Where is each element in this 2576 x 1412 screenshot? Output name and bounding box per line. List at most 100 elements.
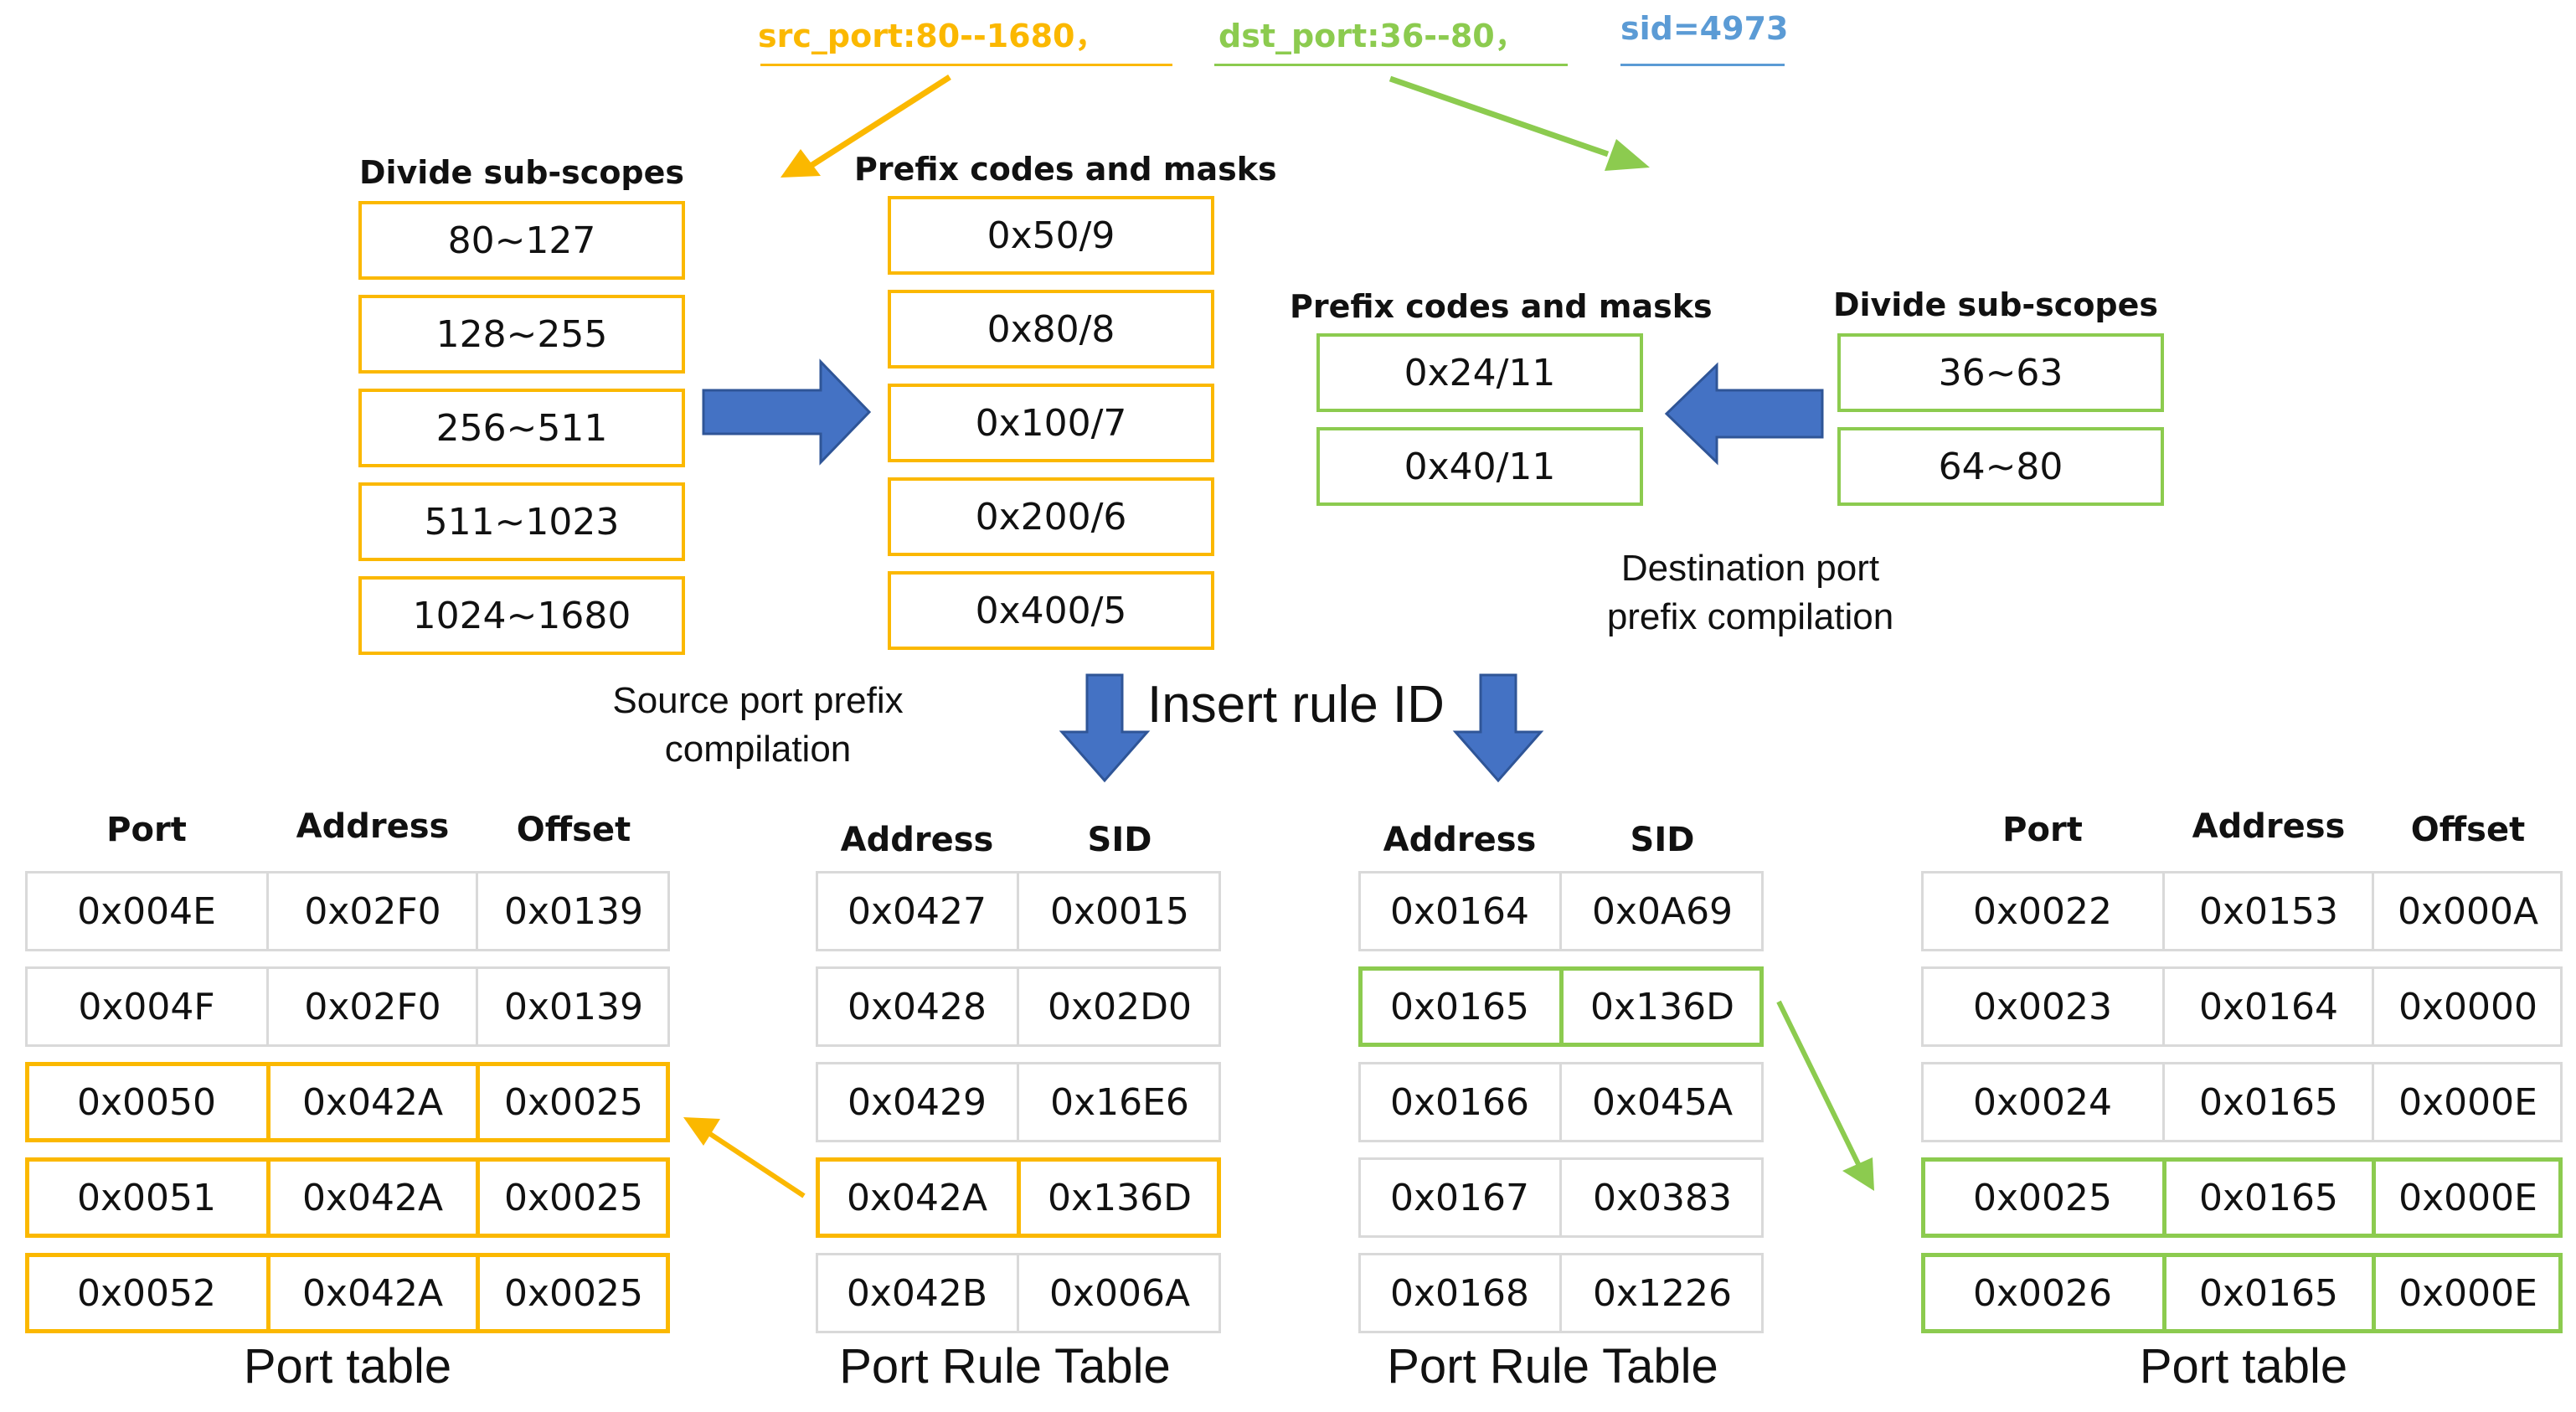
col-header: Port	[2002, 811, 2083, 849]
dst-prefix-label: Prefix codes and masks	[1290, 288, 1713, 325]
table-cell: 0x02F0	[304, 985, 441, 1028]
src-prefix-box: 0x50/9	[888, 196, 1214, 275]
blue-arrow-down	[1452, 673, 1544, 783]
green-pointer-arrow	[1776, 1000, 1874, 1191]
col-header: Address	[1383, 821, 1537, 859]
dst-caption-line2: prefix compilation	[1606, 596, 1894, 637]
table-cell: 0x0050	[76, 1080, 216, 1124]
table-cell: 0x0165	[2198, 1271, 2338, 1315]
table-cell: 0x0167	[1389, 1176, 1529, 1219]
table-cell: 0x0052	[76, 1271, 216, 1315]
dst-divide-label: Divide sub-scopes	[1832, 286, 2159, 323]
cell-divider	[266, 966, 269, 1047]
blue-arrow-right	[702, 358, 872, 466]
table-cell: 0x136D	[1590, 985, 1734, 1028]
table-cell: 0x006A	[1048, 1271, 1191, 1315]
cell-divider	[476, 871, 478, 951]
table-cell: 0x0165	[2198, 1176, 2338, 1219]
cell-divider	[2372, 871, 2374, 951]
table-cell: 0x0025	[503, 1176, 643, 1219]
table-cell: 0x0022	[1972, 889, 2112, 933]
sid-header: sid=4973	[1620, 10, 1789, 47]
table-cell: 0x0025	[503, 1080, 643, 1124]
src-divide-label: Divide sub-scopes	[358, 154, 685, 191]
table-row	[25, 966, 670, 1047]
table-cell: 0x0026	[1972, 1271, 2112, 1315]
table-cell: 0x0165	[2198, 1080, 2338, 1124]
cell-divider	[1559, 1062, 1562, 1142]
dst-port-table-name: Port table	[2139, 1339, 2348, 1394]
cell-divider	[266, 1157, 270, 1238]
cell-divider	[2162, 1157, 2166, 1238]
table-cell: 0x0383	[1592, 1176, 1732, 1219]
table-cell: 0x000E	[2398, 1271, 2537, 1315]
cell-divider	[2372, 1253, 2376, 1333]
table-cell: 0x0025	[1972, 1176, 2112, 1219]
table-cell: 0x0429	[847, 1080, 987, 1124]
yellow-arrow	[781, 75, 951, 178]
table-row	[1921, 1062, 2563, 1142]
table-cell: 0x004F	[78, 985, 215, 1028]
col-header: Offset	[2410, 811, 2526, 849]
col-header: SID	[1087, 821, 1152, 859]
table-cell: 0x0168	[1389, 1271, 1529, 1315]
src-rule-table-name: Port Rule Table	[839, 1339, 1171, 1394]
col-header: Port	[106, 811, 187, 849]
table-cell: 0x0024	[1972, 1080, 2112, 1124]
cell-divider	[2372, 1062, 2374, 1142]
table-row	[1921, 966, 2563, 1047]
cell-divider	[476, 1253, 480, 1333]
blue-arrow-down	[1059, 673, 1151, 783]
col-header: Address	[2192, 807, 2346, 846]
table-cell: 0x042A	[301, 1271, 444, 1315]
insert-rule-id-label: Insert rule ID	[1147, 676, 1445, 734]
cell-divider	[2162, 966, 2165, 1047]
table-cell: 0x0164	[1389, 889, 1529, 933]
src-range-box: 256~511	[358, 389, 685, 467]
cell-divider	[1559, 1253, 1562, 1333]
src-caption-line2: compilation	[664, 729, 852, 770]
table-cell: 0x16E6	[1050, 1080, 1189, 1124]
table-cell: 0x1226	[1592, 1271, 1732, 1315]
src-range-box: 80~127	[358, 201, 685, 280]
blue-arrow-left	[1664, 362, 1824, 466]
table-cell: 0x0164	[2198, 985, 2338, 1028]
table-cell: 0x042A	[846, 1176, 988, 1219]
cell-divider	[1559, 966, 1564, 1047]
src-caption: Source port prefix compilation	[569, 677, 946, 774]
col-header: Address	[840, 821, 994, 859]
src-prefix-box: 0x200/6	[888, 477, 1214, 556]
cell-divider	[266, 871, 269, 951]
src-port-underline	[760, 64, 1172, 66]
cell-divider	[476, 966, 478, 1047]
cell-divider	[2162, 1062, 2165, 1142]
table-cell: 0x0025	[503, 1271, 643, 1315]
dst-range-box: 36~63	[1837, 333, 2164, 412]
dst-prefix-box: 0x40/11	[1316, 427, 1643, 506]
table-cell: 0x042B	[846, 1271, 988, 1315]
table-cell: 0x0165	[1389, 985, 1529, 1028]
src-prefix-box: 0x400/5	[888, 571, 1214, 650]
cell-divider	[2372, 966, 2374, 1047]
cell-divider	[2372, 1157, 2376, 1238]
cell-divider	[1017, 1062, 1019, 1142]
cell-divider	[476, 1062, 480, 1142]
table-row	[25, 1157, 670, 1238]
dst-prefix-box: 0x24/11	[1316, 333, 1643, 412]
table-cell: 0x0051	[76, 1176, 216, 1219]
dst-range-box: 64~80	[1837, 427, 2164, 506]
cell-divider	[266, 1062, 270, 1142]
table-cell: 0x136D	[1048, 1176, 1192, 1219]
table-cell: 0x0139	[503, 889, 643, 933]
table-row	[25, 1062, 670, 1142]
green-arrow	[1388, 75, 1650, 171]
table-cell: 0x0139	[503, 985, 643, 1028]
dst-port-header: dst_port:36--80，	[1218, 18, 1527, 54]
cell-divider	[266, 1253, 270, 1333]
table-cell: 0x0166	[1389, 1080, 1529, 1124]
table-cell: 0x045A	[1591, 1080, 1734, 1124]
sid-underline	[1620, 64, 1785, 66]
table-cell: 0x004E	[77, 889, 216, 933]
table-cell: 0x042A	[301, 1176, 444, 1219]
